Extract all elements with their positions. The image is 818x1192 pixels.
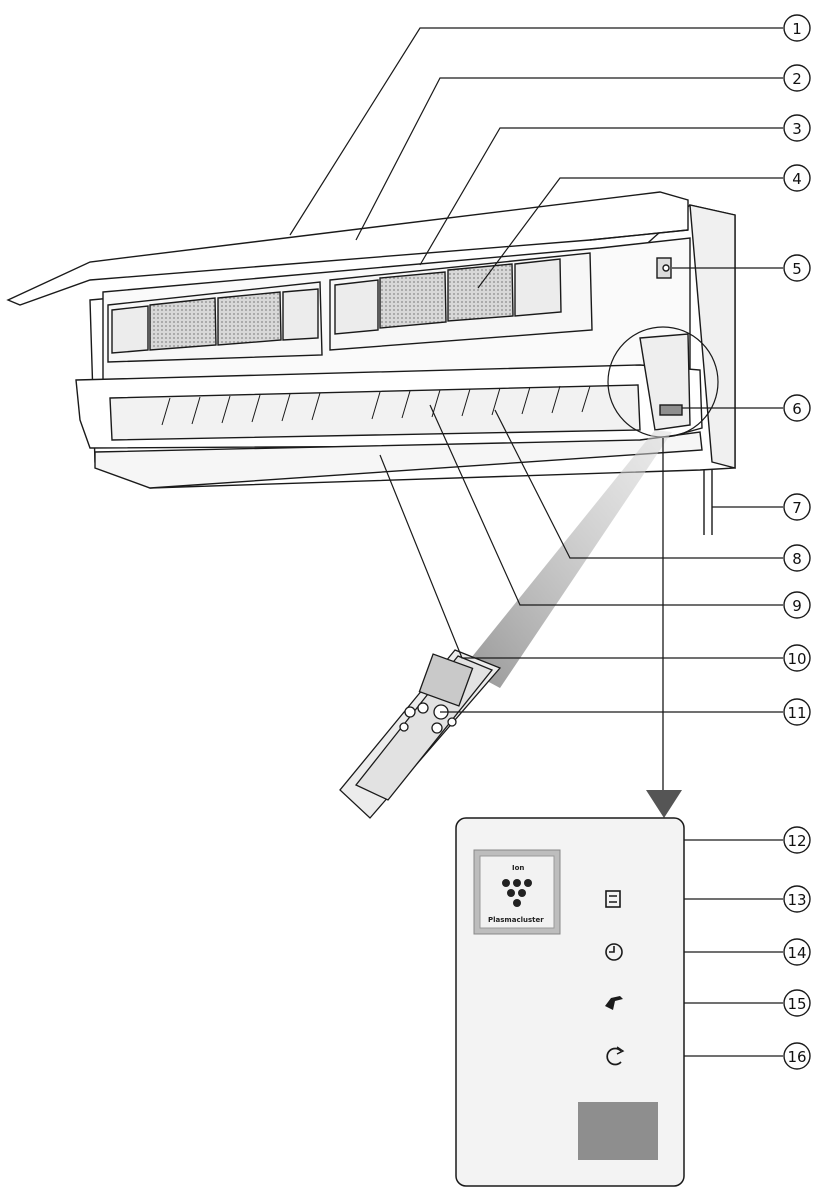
callout-circle bbox=[783, 164, 811, 192]
callout-number: 2 bbox=[792, 70, 802, 88]
logo-bottom-text: Plasmacluster bbox=[488, 916, 544, 924]
callout-number: 6 bbox=[792, 400, 802, 418]
callout-9: 9 bbox=[783, 591, 811, 619]
callout-number: 15 bbox=[787, 995, 806, 1013]
callout-number: 16 bbox=[787, 1048, 806, 1066]
callout-6: 6 bbox=[783, 394, 811, 422]
callout-4: 4 bbox=[783, 164, 811, 192]
control-panel-detail: Ion Plasmacluster bbox=[455, 817, 685, 1187]
remote-display bbox=[418, 653, 474, 707]
callout-14: 14 bbox=[783, 938, 811, 966]
air-purifying-filter bbox=[379, 271, 447, 329]
callout-2: 2 bbox=[783, 64, 811, 92]
callout-1: 1 bbox=[783, 14, 811, 42]
callout-5: 5 bbox=[783, 254, 811, 282]
auto-restart-icon bbox=[606, 1047, 622, 1066]
callout-number: 8 bbox=[792, 550, 802, 568]
callout-number: 1 bbox=[792, 20, 802, 38]
callout-3: 3 bbox=[783, 114, 811, 142]
callout-8: 8 bbox=[783, 544, 811, 572]
callout-circle bbox=[783, 394, 811, 422]
callout-circle bbox=[783, 885, 811, 913]
timer-indicator-icon bbox=[605, 943, 623, 961]
left-filter-frame bbox=[107, 281, 323, 363]
mode-indicator-icon bbox=[605, 890, 621, 908]
callout-circle bbox=[783, 989, 811, 1017]
callout-10: 10 bbox=[783, 644, 811, 672]
callout-circle bbox=[783, 698, 811, 726]
callout-circle bbox=[783, 14, 811, 42]
horizontal-louver bbox=[94, 431, 703, 489]
callout-15: 15 bbox=[783, 989, 811, 1017]
callout-circle bbox=[783, 938, 811, 966]
callout-circle bbox=[783, 114, 811, 142]
callout-number: 4 bbox=[792, 170, 802, 188]
callout-12: 12 bbox=[783, 826, 811, 854]
right-filter-frame bbox=[329, 252, 593, 351]
unit-side-face bbox=[689, 204, 736, 469]
callout-number: 3 bbox=[792, 120, 802, 138]
callout-number: 13 bbox=[787, 891, 806, 909]
callout-circle bbox=[783, 254, 811, 282]
callout-number: 5 bbox=[792, 260, 802, 278]
callout-number: 9 bbox=[792, 597, 802, 615]
cluster-dots bbox=[502, 879, 532, 907]
clean-indicator-icon bbox=[605, 996, 623, 1010]
callout-number: 14 bbox=[787, 944, 806, 962]
callout-number: 11 bbox=[787, 704, 806, 722]
callout-16: 16 bbox=[783, 1042, 811, 1070]
infrared-signal-beam bbox=[463, 430, 672, 688]
callout-circle bbox=[783, 591, 811, 619]
callout-circle bbox=[783, 64, 811, 92]
callout-13: 13 bbox=[783, 885, 811, 913]
callout-circle bbox=[783, 1042, 811, 1070]
plasmacluster-indicator: Ion Plasmacluster bbox=[473, 849, 561, 935]
callout-11: 11 bbox=[783, 698, 811, 726]
panel-receiver-window bbox=[578, 1102, 658, 1160]
callout-circle bbox=[783, 544, 811, 572]
remote-signal-receiver bbox=[659, 404, 683, 416]
callout-circle bbox=[783, 493, 811, 521]
callout-7: 7 bbox=[783, 493, 811, 521]
indoor-unit bbox=[6, 191, 736, 535]
callout-number: 10 bbox=[787, 650, 806, 668]
callout-circle bbox=[783, 644, 811, 672]
drain-hose bbox=[703, 470, 713, 535]
callout-number: 7 bbox=[792, 499, 802, 517]
remote-control[interactable] bbox=[339, 649, 502, 819]
callout-number: 12 bbox=[787, 832, 806, 850]
callout-circle bbox=[783, 826, 811, 854]
logo-top-text: Ion bbox=[512, 864, 524, 872]
zoom-arrow-head bbox=[646, 790, 682, 818]
